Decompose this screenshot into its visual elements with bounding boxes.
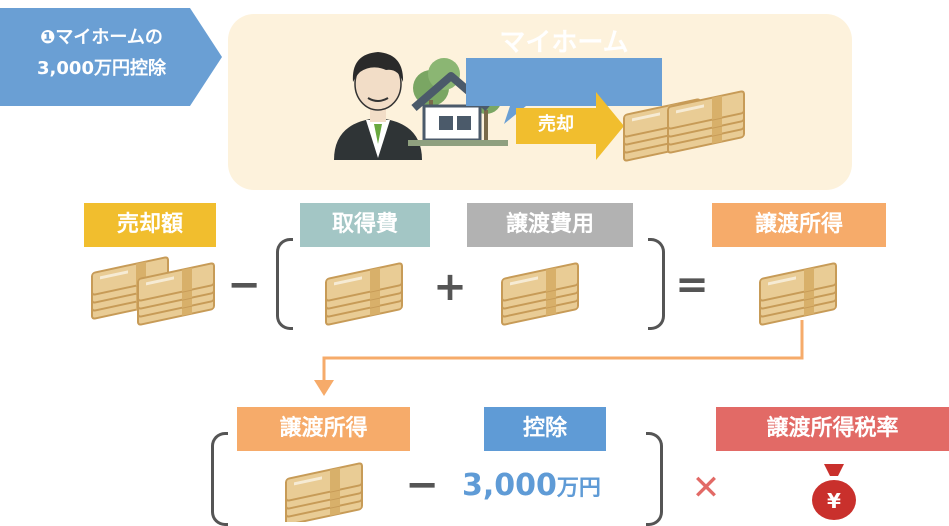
section-number: ❶	[40, 27, 56, 48]
callout-bubble	[466, 58, 662, 124]
label-transfer-income: 譲渡所得	[712, 203, 886, 247]
left-bracket-2	[211, 432, 228, 526]
deduction-amount: 3,000万円	[462, 468, 642, 503]
sale-arrow-icon	[516, 92, 624, 160]
label-transfer-cost: 譲渡費用	[467, 203, 633, 247]
connector-arrow	[314, 320, 804, 396]
right-bracket	[648, 238, 665, 330]
yen-money-bag-icon: ¥	[812, 464, 856, 520]
money-stack-icon	[502, 263, 578, 325]
svg-text:¥: ¥	[827, 489, 841, 513]
section-title-line1: マイホームの	[55, 27, 163, 48]
label-sale-price: 売却額	[84, 203, 216, 247]
scene-callout-label: マイホーム	[499, 28, 629, 58]
label-deduction: 控除	[484, 407, 606, 451]
equals-operator: =	[675, 262, 709, 308]
section-title-line2: 3,000万円控除	[37, 58, 166, 79]
minus-operator: −	[227, 262, 261, 308]
deduction-amount-unit: 万円	[556, 476, 601, 501]
sale-arrow-label: 売却	[538, 114, 574, 135]
scene-illustration	[334, 52, 766, 170]
left-bracket	[276, 238, 293, 330]
section-tag	[0, 8, 222, 106]
section-tag-text: ❶マイホームの 3,000万円控除	[14, 22, 189, 84]
money-stack-icon	[760, 263, 836, 325]
money-stack-icon	[286, 463, 362, 522]
deduction-amount-value: 3,000	[462, 468, 557, 503]
money-stack-icon	[326, 263, 402, 325]
minus-operator-2: −	[405, 462, 439, 508]
label-transfer-income-2: 譲渡所得	[237, 407, 410, 451]
person-icon	[334, 52, 422, 160]
formula2-money	[280, 456, 380, 522]
label-tax-rate: 譲渡所得税率	[716, 407, 949, 451]
right-bracket-2	[646, 432, 663, 526]
times-operator: ✕	[691, 468, 721, 508]
label-acquisition-cost: 取得費	[300, 203, 430, 247]
plus-operator: +	[433, 264, 467, 310]
